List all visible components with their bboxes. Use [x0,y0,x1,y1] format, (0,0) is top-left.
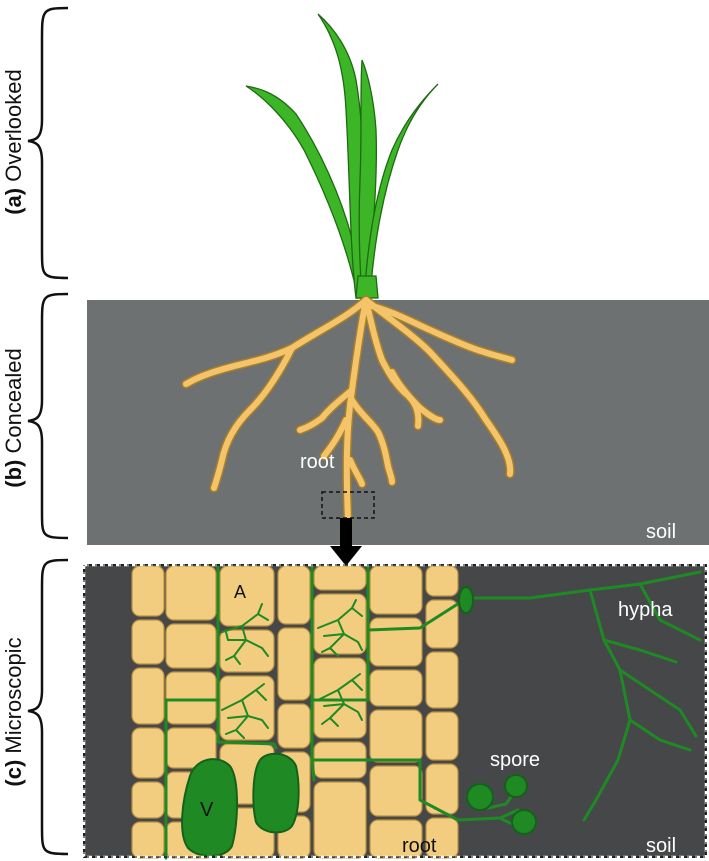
arbuscule-3 [317,599,363,657]
hypha-label: hypha [618,599,673,621]
bracket-c [27,558,69,856]
vesicle-label: V [200,799,214,821]
soil-label-top: soil [646,521,676,543]
spore-1 [466,783,494,811]
stem-base [355,275,379,299]
zoom-arrow-shaft [340,518,352,548]
spore-label: spore [490,749,540,771]
zoom-arrow-head [330,546,362,566]
fungal-hyphae [164,564,702,860]
plant-leaves [245,13,439,299]
soil-panel [87,300,709,545]
spores [458,586,537,835]
arbuscule-label: A [234,582,246,602]
arbuscule-2 [221,683,269,739]
leaf-tall [317,13,364,299]
leaf-left [245,85,363,299]
root-system [181,295,517,525]
vesicle-2 [252,752,300,834]
soil-label-bottom: soil [646,835,676,857]
brackets [27,6,69,856]
hyphal-swelling [458,586,474,614]
zoom-box [321,491,375,519]
arbuscules [221,599,363,739]
bracket-b [27,292,69,540]
spore-2 [504,774,528,798]
root-label-bottom: root [402,835,437,857]
arbuscule-4 [317,673,363,727]
bracket-a [27,6,69,280]
root-label-top: root [300,451,335,473]
root-cells [131,565,459,859]
arbuscule-1 [221,603,269,665]
vesicles [181,752,300,857]
spore-3 [511,809,537,835]
vesicle-1 [181,758,238,857]
